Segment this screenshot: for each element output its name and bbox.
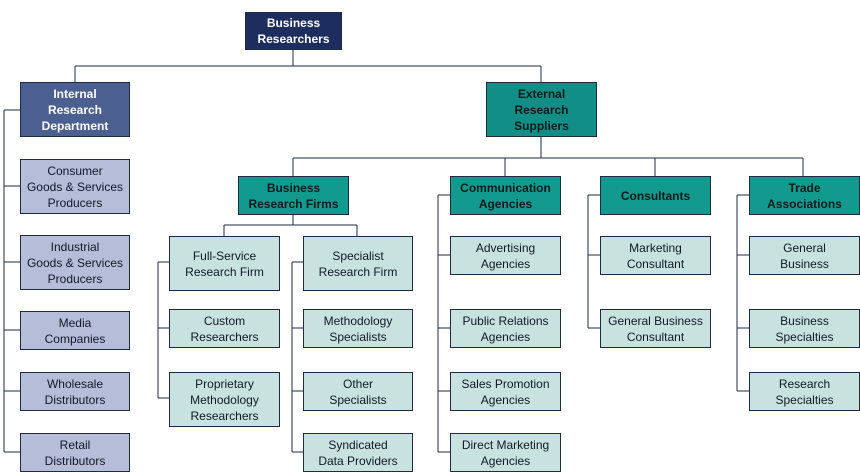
internal-item: Industrial Goods & Services Producers xyxy=(20,235,130,290)
full-service-item: Proprietary Methodology Researchers xyxy=(169,372,280,427)
communication-item: Direct Marketing Agencies xyxy=(450,433,561,472)
communication-item: Sales Promotion Agencies xyxy=(450,372,561,411)
communication-item: Public Relations Agencies xyxy=(450,309,561,348)
internal-research-department: Internal Research Department xyxy=(20,82,130,137)
external-research-suppliers: External Research Suppliers xyxy=(486,82,597,137)
full-service-item: Custom Researchers xyxy=(169,309,280,348)
specialist-item: Methodology Specialists xyxy=(303,309,413,348)
trade-association-item: General Business xyxy=(749,236,860,275)
specialist-research-firm: Specialist Research Firm xyxy=(303,236,413,291)
internal-item: Media Companies xyxy=(20,311,130,350)
full-service-research-firm: Full-Service Research Firm xyxy=(169,236,280,291)
consultant-item: General Business Consultant xyxy=(600,309,711,348)
specialist-item: Other Specialists xyxy=(303,372,413,411)
business-research-firms: Business Research Firms xyxy=(238,176,349,215)
internal-item: Retail Distributors xyxy=(20,433,130,472)
communication-item: Advertising Agencies xyxy=(450,236,561,275)
trade-association-item: Business Specialties xyxy=(749,309,860,348)
communication-agencies: Communication Agencies xyxy=(450,176,561,215)
consultant-item: Marketing Consultant xyxy=(600,236,711,275)
internal-item: Wholesale Distributors xyxy=(20,372,130,411)
trade-associations: Trade Associations xyxy=(749,176,860,215)
specialist-item: Syndicated Data Providers xyxy=(303,433,413,472)
root-node: Business Researchers xyxy=(245,12,342,50)
trade-association-item: Research Specialties xyxy=(749,372,860,411)
internal-item: Consumer Goods & Services Producers xyxy=(20,159,130,214)
consultants: Consultants xyxy=(600,176,711,215)
